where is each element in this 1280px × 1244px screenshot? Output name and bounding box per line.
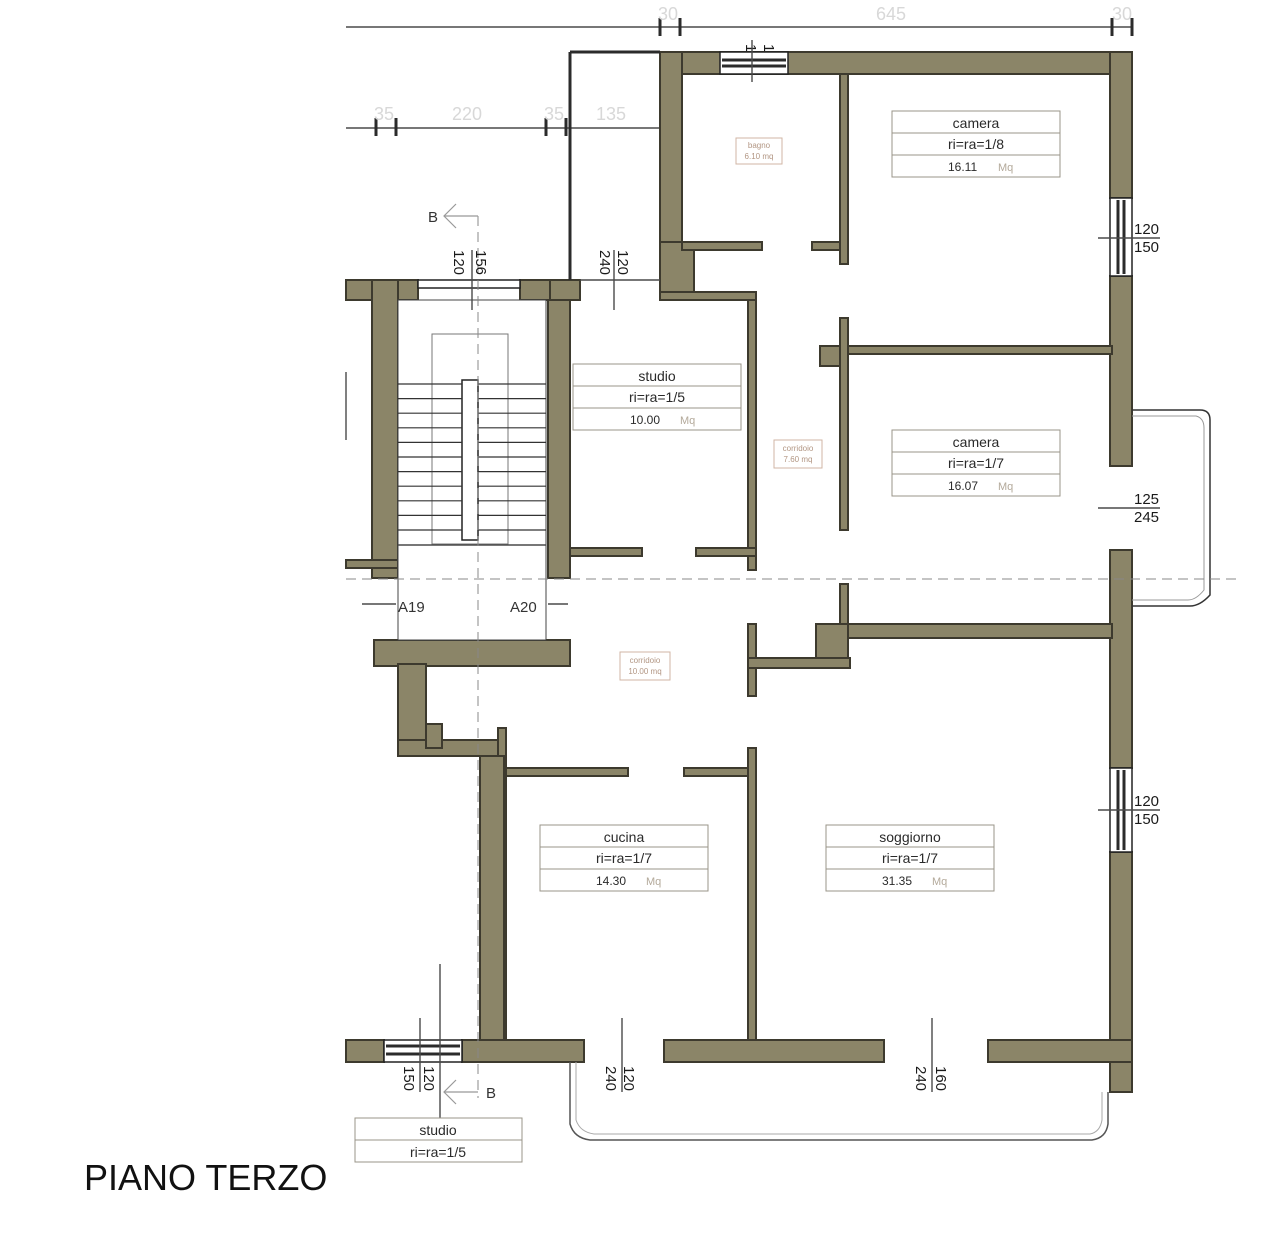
room-name: camera	[953, 434, 1000, 450]
room-area: 10.00	[630, 413, 660, 427]
room-ratio: ri=ra=1/8	[948, 136, 1004, 152]
room-name: cucina	[604, 829, 645, 845]
room-unit: Mq	[998, 162, 1013, 174]
room-tag-camera-2: camera ri=ra=1/7 16.07 Mq	[891, 429, 1061, 497]
dim-stair-156: 156	[472, 250, 489, 275]
room-ratio: ri=ra=1/7	[596, 850, 652, 866]
small-tag-area: 7.60 mq	[784, 455, 813, 464]
dim-35-a: 35	[374, 104, 394, 124]
small-tag-area: 10.00 mq	[628, 667, 661, 676]
dim-studio-240: 240	[596, 250, 613, 275]
room-name: soggiorno	[879, 829, 941, 845]
stair-treads	[398, 383, 546, 531]
room-area: 16.11	[948, 160, 977, 174]
opening-dimension-marks	[362, 40, 1160, 1120]
room-tag-studio-bottom: studio ri=ra=1/5	[354, 1117, 523, 1163]
dim-stair-120: 120	[450, 250, 467, 275]
small-tag-corridoio-2: corridoio 10.00 mq	[619, 651, 671, 681]
dim-right-2-top: 125	[1134, 491, 1159, 508]
room-tag-cucina: cucina ri=ra=1/7 14.30 Mq	[539, 824, 709, 892]
room-area: 16.07	[948, 479, 978, 493]
small-tag-name: bagno	[748, 141, 771, 150]
dim-right-2-bottom: 245	[1134, 509, 1159, 526]
dim-bottom-3-b: 160	[932, 1066, 949, 1091]
small-tag-area: 6.10 mq	[745, 152, 774, 161]
dim-30-left: 30	[658, 4, 678, 24]
dim-220: 220	[452, 104, 482, 124]
staircase	[397, 299, 547, 641]
dim-bottom-2-a: 240	[602, 1066, 619, 1091]
room-unit: Mq	[680, 415, 695, 427]
room-tag-soggiorno: soggiorno ri=ra=1/7 31.35 Mq	[825, 824, 995, 892]
dim-645: 645	[876, 4, 906, 24]
room-area: 31.35	[882, 874, 912, 888]
room-unit: Mq	[998, 481, 1013, 493]
second-dimension-line: 35 220 35 135	[346, 104, 660, 136]
dim-right-3-bottom: 150	[1134, 811, 1159, 828]
stair-label-a20: A20	[510, 599, 537, 616]
room-ratio: ri=ra=1/5	[410, 1144, 466, 1160]
room-tag-studio: studio ri=ra=1/5 10.00 Mq	[572, 363, 742, 431]
dim-right-1-bottom: 150	[1134, 239, 1159, 256]
section-axis: B B	[346, 203, 1240, 1105]
dim-studio-120: 120	[614, 250, 631, 275]
dim-bottom-1-b: 120	[420, 1066, 437, 1091]
room-unit: Mq	[932, 876, 947, 888]
plan-title: PIANO TERZO	[84, 1157, 327, 1198]
dim-right-1-top: 120	[1134, 221, 1159, 238]
small-tag-name: corridoio	[630, 656, 661, 665]
room-ratio: ri=ra=1/7	[948, 455, 1004, 471]
room-area: 14.30	[596, 874, 626, 888]
room-name: camera	[953, 115, 1000, 131]
room-name: studio	[638, 368, 676, 384]
section-mark-bottom: B	[486, 1085, 496, 1102]
room-tag-camera-1: camera ri=ra=1/8 16.11 Mq	[891, 110, 1061, 178]
small-tag-corridoio-1: corridoio 7.60 mq	[773, 439, 823, 469]
dim-bottom-2-b: 120	[620, 1066, 637, 1091]
dim-bottom-3-a: 240	[912, 1066, 929, 1091]
walls	[345, 51, 1133, 1093]
room-ratio: ri=ra=1/5	[629, 389, 685, 405]
room-unit: Mq	[646, 876, 661, 888]
windows	[345, 50, 1133, 1063]
dim-right-3-top: 120	[1134, 793, 1159, 810]
room-ratio: ri=ra=1/7	[882, 850, 938, 866]
dim-bottom-1-a: 150	[400, 1066, 417, 1091]
section-mark-top: B	[428, 209, 438, 226]
small-tag-name: corridoio	[783, 444, 814, 453]
balconies	[569, 409, 1211, 1141]
room-name: studio	[419, 1122, 457, 1138]
dim-30-right: 30	[1112, 4, 1132, 24]
stair-label-a19: A19	[398, 599, 425, 616]
dim-35-b: 35	[544, 104, 564, 124]
dim-135: 135	[596, 104, 626, 124]
small-tag-bagno: bagno 6.10 mq	[735, 137, 783, 165]
